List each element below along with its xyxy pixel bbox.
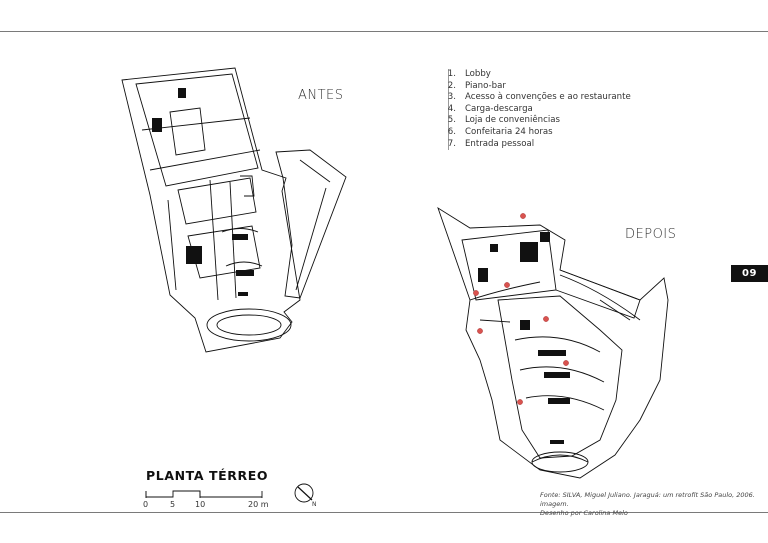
after-plan bbox=[437, 206, 669, 479]
source-caption: Fonte: SILVA, Miguel Juliano. Jaraguá: u… bbox=[540, 491, 768, 518]
legend-item: 5.Loja de conveniências bbox=[447, 115, 560, 126]
page-number-badge: 09 bbox=[731, 265, 768, 282]
scale-tick-label: 5 bbox=[170, 500, 176, 509]
north-label: N bbox=[312, 501, 317, 508]
sheet-title: PLANTA TÉRREO bbox=[146, 468, 269, 483]
legend: 1.Lobby 2.Piano-bar 3.Acesso à convençõe… bbox=[447, 69, 631, 151]
before-label: ANTES bbox=[298, 88, 344, 103]
after-label: DEPOIS bbox=[625, 227, 677, 242]
scale-tick-label: 20 m bbox=[248, 500, 269, 509]
bottom-rule bbox=[0, 512, 768, 513]
scale-tick-label: 0 bbox=[143, 500, 149, 509]
legend-item: 7.Entrada pessoal bbox=[447, 138, 535, 149]
legend-item: 1.Lobby bbox=[447, 69, 491, 79]
scale-bar bbox=[145, 490, 263, 498]
before-plan bbox=[121, 67, 347, 353]
legend-item: 6.Confeitaria 24 horas bbox=[447, 126, 553, 137]
top-rule bbox=[0, 31, 768, 32]
source-line: Desenho por Carolina Melo bbox=[540, 509, 628, 517]
scale-tick-label: 10 bbox=[195, 500, 206, 509]
legend-item: 3.Acesso à convenções e ao restaurante bbox=[447, 92, 631, 103]
legend-item: 2.Piano-bar bbox=[447, 80, 506, 91]
north-arrow-icon bbox=[294, 483, 314, 503]
legend-item: 4.Carga-descarga bbox=[447, 103, 533, 114]
source-line: Fonte: SILVA, Miguel Juliano. Jaraguá: u… bbox=[540, 491, 755, 508]
